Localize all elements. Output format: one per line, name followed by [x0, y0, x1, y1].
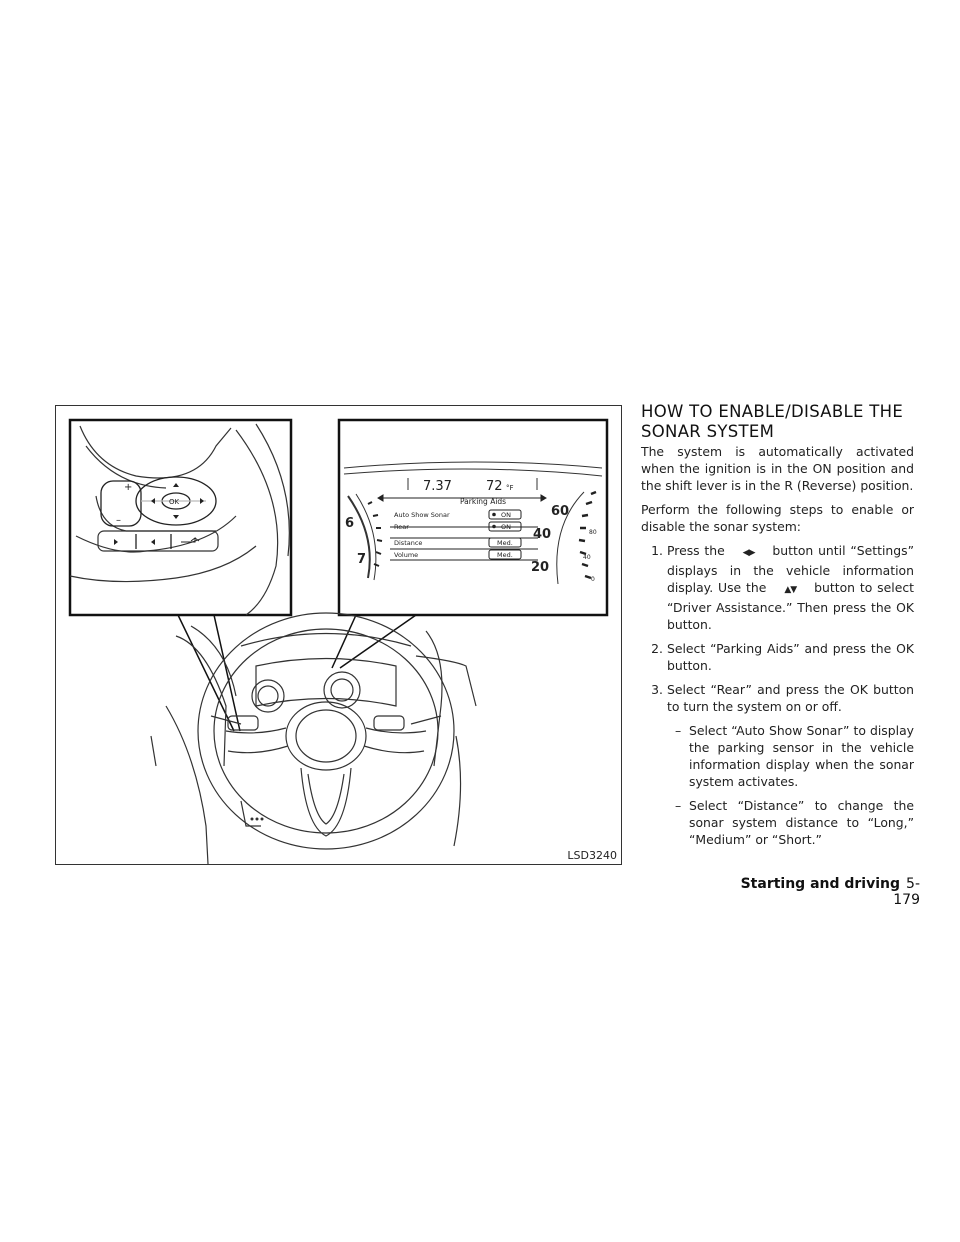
up-down-arrows-icon: ▲▼	[784, 585, 797, 595]
left-right-arrows-icon: ◀▶	[742, 548, 756, 558]
display-temp: 72	[486, 479, 503, 494]
chapter-title: Starting and driving	[740, 876, 901, 892]
speed-label: 60	[551, 504, 569, 519]
menu-row-value: ON	[501, 523, 511, 531]
step-number: 1.	[651, 543, 663, 558]
menu-row-label: Volume	[394, 551, 418, 559]
step-text: Select “Rear” and press the OK button to…	[667, 682, 914, 714]
display-time: 7.37	[423, 479, 452, 494]
tach-label: 6	[345, 516, 354, 531]
step-item: 2. Select “Parking Aids” and press the O…	[641, 640, 914, 674]
volume-down-label: –	[116, 515, 121, 526]
section-heading: HOW TO ENABLE/DISABLE THE SONAR SYSTEM	[641, 402, 921, 442]
display-temp-unit: °F	[506, 484, 514, 492]
step-item: 3. Select “Rear” and press the OK button…	[641, 681, 914, 715]
step-text: button until “Settings” displays in the …	[667, 543, 914, 595]
menu-row-label: Rear	[394, 523, 409, 531]
step-number: 2.	[651, 641, 663, 656]
heading-line-1: HOW TO ENABLE/DISABLE THE	[641, 402, 904, 421]
ok-button-label: OK	[169, 498, 180, 506]
perform-paragraph: Perform the following steps to enable or…	[641, 502, 914, 534]
sub-text: Select “Auto Show Sonar” to display the …	[689, 723, 914, 789]
menu-row-value: ON	[501, 511, 511, 519]
menu-row-label: Auto Show Sonar	[394, 511, 450, 519]
step-item: 1. Press the ◀▶ button until “Settings” …	[641, 542, 914, 633]
display-menu-rows: Auto Show Sonar ON Rear ON Distance Med.…	[394, 509, 522, 560]
step-text: Select “Parking Aids” and press the OK b…	[667, 641, 914, 673]
speed-small-label: 0	[591, 576, 595, 583]
sub-item: – Select “Distance” to change the sonar …	[675, 797, 914, 848]
steering-wheel-illustration: OK + –	[68, 418, 609, 865]
step-text: button to select “Driver Assistance.” Th…	[667, 580, 914, 632]
sub-dash: –	[675, 723, 682, 738]
step-number: 3.	[651, 682, 663, 697]
speed-small-label: 40	[583, 554, 591, 561]
volume-up-label: +	[124, 482, 132, 493]
display-menu-title: Parking Aids	[460, 497, 506, 506]
menu-row-value: Med.	[497, 539, 513, 547]
menu-row-value: Med.	[497, 551, 513, 559]
speed-label: 20	[531, 560, 549, 575]
speed-small-label: 80	[589, 529, 597, 536]
figure-code: LSD3240	[567, 849, 617, 862]
sub-dash: –	[675, 798, 682, 813]
speed-label: 40	[533, 527, 551, 542]
menu-row-label: Distance	[394, 539, 422, 547]
sub-item: – Select “Auto Show Sonar” to display th…	[675, 722, 914, 790]
page-number: 5-179	[893, 876, 920, 908]
intro-paragraph: The system is automatically activated wh…	[641, 444, 914, 493]
section-body: The system is automatically activated wh…	[641, 443, 914, 855]
sub-text: Select “Distance” to change the sonar sy…	[689, 798, 914, 847]
tach-label: 7	[357, 552, 366, 567]
heading-line-2: SONAR SYSTEM	[641, 422, 775, 441]
step-text: Press the	[667, 543, 725, 558]
illustration-figure: OK + –	[55, 405, 622, 865]
arrow-icons	[114, 483, 204, 545]
